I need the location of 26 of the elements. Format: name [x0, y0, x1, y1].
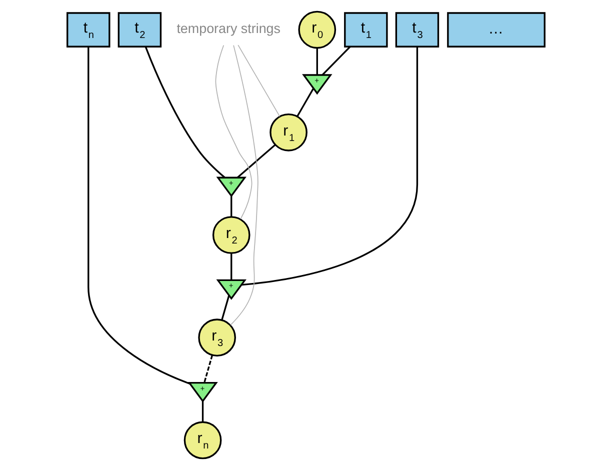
- connector: [204, 355, 214, 383]
- connector: [236, 144, 276, 178]
- node-text: temporary strings: [176, 20, 281, 36]
- connector: [202, 401, 204, 422]
- node-circle: r$_{1}$: [270, 113, 308, 152]
- connector: [296, 88, 314, 117]
- connector: [230, 196, 232, 217]
- node-circle: r$_{0}$: [298, 10, 336, 49]
- connector: [322, 46, 351, 76]
- node-circle: r$_{3}$: [198, 318, 236, 357]
- node-box: …: [447, 12, 546, 48]
- node-box: t$_{3}$: [395, 12, 440, 48]
- connector: [144, 46, 226, 178]
- connector: [215, 44, 252, 220]
- node-box: t$_{1}$: [344, 12, 388, 48]
- node-box: t$_{2}$: [118, 12, 162, 48]
- connector: [316, 48, 318, 75]
- connector: [230, 253, 232, 280]
- connector: [242, 46, 418, 286]
- node-box: t$_{n}$: [66, 12, 110, 48]
- node-circle: r$_{2}$: [212, 216, 250, 254]
- connector: [238, 44, 280, 117]
- node-circle: r$_{n}$: [184, 421, 222, 460]
- connector: [88, 46, 190, 384]
- connector: [230, 44, 258, 326]
- connector: [221, 295, 230, 320]
